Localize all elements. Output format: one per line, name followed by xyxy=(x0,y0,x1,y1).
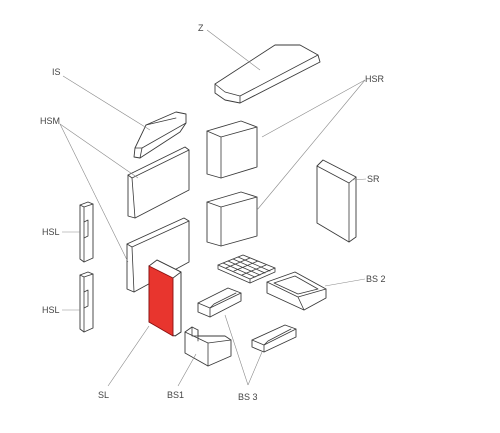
part-bs3-lower[interactable] xyxy=(251,324,297,353)
part-hsl-upper[interactable] xyxy=(79,201,94,263)
label-hsl-top: HSL xyxy=(42,227,60,237)
part-hsl-lower[interactable] xyxy=(79,271,94,333)
part-hsm-lower[interactable] xyxy=(126,217,190,293)
part-hsm-upper[interactable] xyxy=(127,146,190,219)
label-bs1: BS1 xyxy=(167,390,184,400)
label-is: IS xyxy=(52,67,61,77)
part-hsr-lower[interactable] xyxy=(206,191,258,247)
part-is[interactable] xyxy=(133,111,187,159)
label-z: Z xyxy=(198,23,204,33)
part-bs1[interactable] xyxy=(184,326,232,367)
label-hsr: HSR xyxy=(365,74,385,84)
label-hsm: HSM xyxy=(40,116,60,126)
part-sr[interactable] xyxy=(316,159,357,243)
label-sr: SR xyxy=(367,174,380,184)
part-bs2[interactable] xyxy=(266,271,327,311)
label-sl: SL xyxy=(98,390,109,400)
leader-lines xyxy=(59,29,367,387)
part-grate[interactable] xyxy=(217,254,276,284)
label-hsl-bottom: HSL xyxy=(42,305,60,315)
part-z[interactable] xyxy=(214,44,321,104)
part-hsr-upper[interactable] xyxy=(206,120,258,179)
part-bs3-upper[interactable] xyxy=(197,287,242,318)
label-bs2: BS 2 xyxy=(366,274,386,284)
label-bs3: BS 3 xyxy=(238,392,258,402)
part-sl[interactable] xyxy=(148,259,182,337)
